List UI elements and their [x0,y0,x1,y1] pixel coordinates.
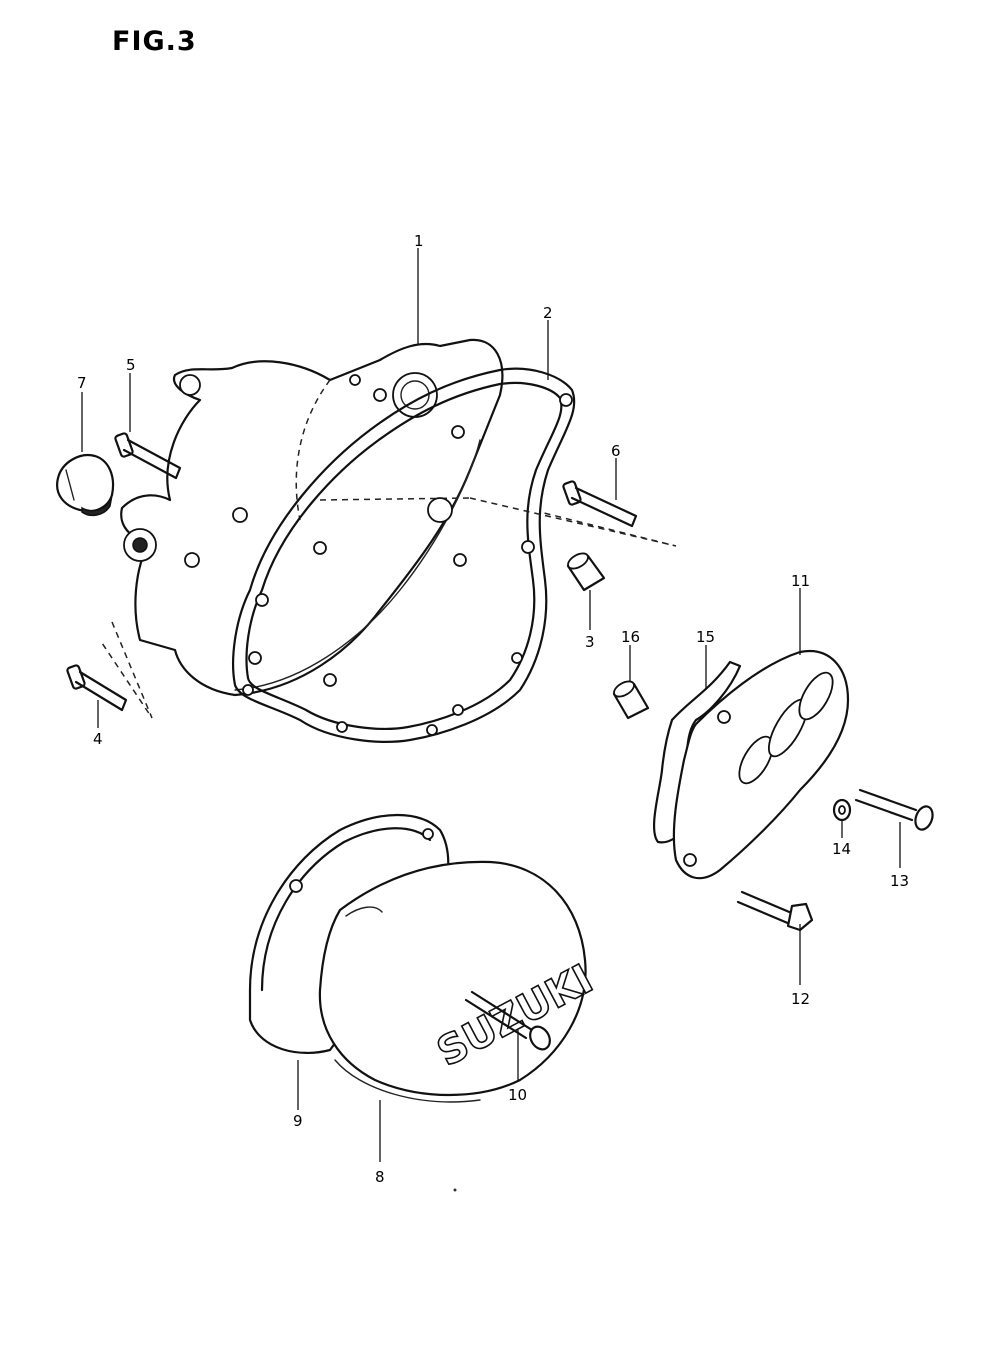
bolt-part-13 [854,788,934,831]
callout-2: 2 [543,304,553,322]
bolt-part-10 [464,990,551,1051]
bolt-part-6 [562,480,638,528]
scan-speck [453,1188,457,1192]
round-cover-part-8: SUZUKI [318,860,601,1103]
gasket-part-9 [248,814,450,1054]
callout-1: 1 [414,232,424,250]
leader-lines [81,248,901,1162]
bolt-part-4 [66,664,128,712]
callout-14: 14 [832,840,851,858]
callout-6: 6 [611,442,621,460]
cap-plug-part-7 [56,454,115,517]
callout-5: 5 [126,356,136,374]
callout-10: 10 [508,1086,527,1104]
callout-16: 16 [621,628,640,646]
bolt-part-12 [736,890,814,932]
gasket-part-2 [232,367,576,743]
dowel-part-16 [612,680,650,720]
small-cover-part-11 [672,649,850,880]
callout-11: 11 [791,572,810,590]
callout-13: 13 [890,872,909,890]
bolt-part-5 [114,432,182,480]
figure-title: FIG.3 [112,26,197,57]
crankcase-cover-part-1 [120,338,504,697]
callout-4: 4 [93,730,103,748]
dowel-part-3 [566,552,606,592]
callout-7: 7 [77,374,87,392]
callout-labels: 1 2 3 4 5 6 7 8 9 10 11 12 13 14 15 16 [77,232,909,1186]
alignment-lines [99,497,677,719]
callout-8: 8 [375,1168,385,1186]
callout-3: 3 [585,633,595,651]
callout-12: 12 [791,990,810,1008]
callout-15: 15 [696,628,715,646]
washer-part-14 [832,798,852,822]
callout-9: 9 [293,1112,303,1130]
